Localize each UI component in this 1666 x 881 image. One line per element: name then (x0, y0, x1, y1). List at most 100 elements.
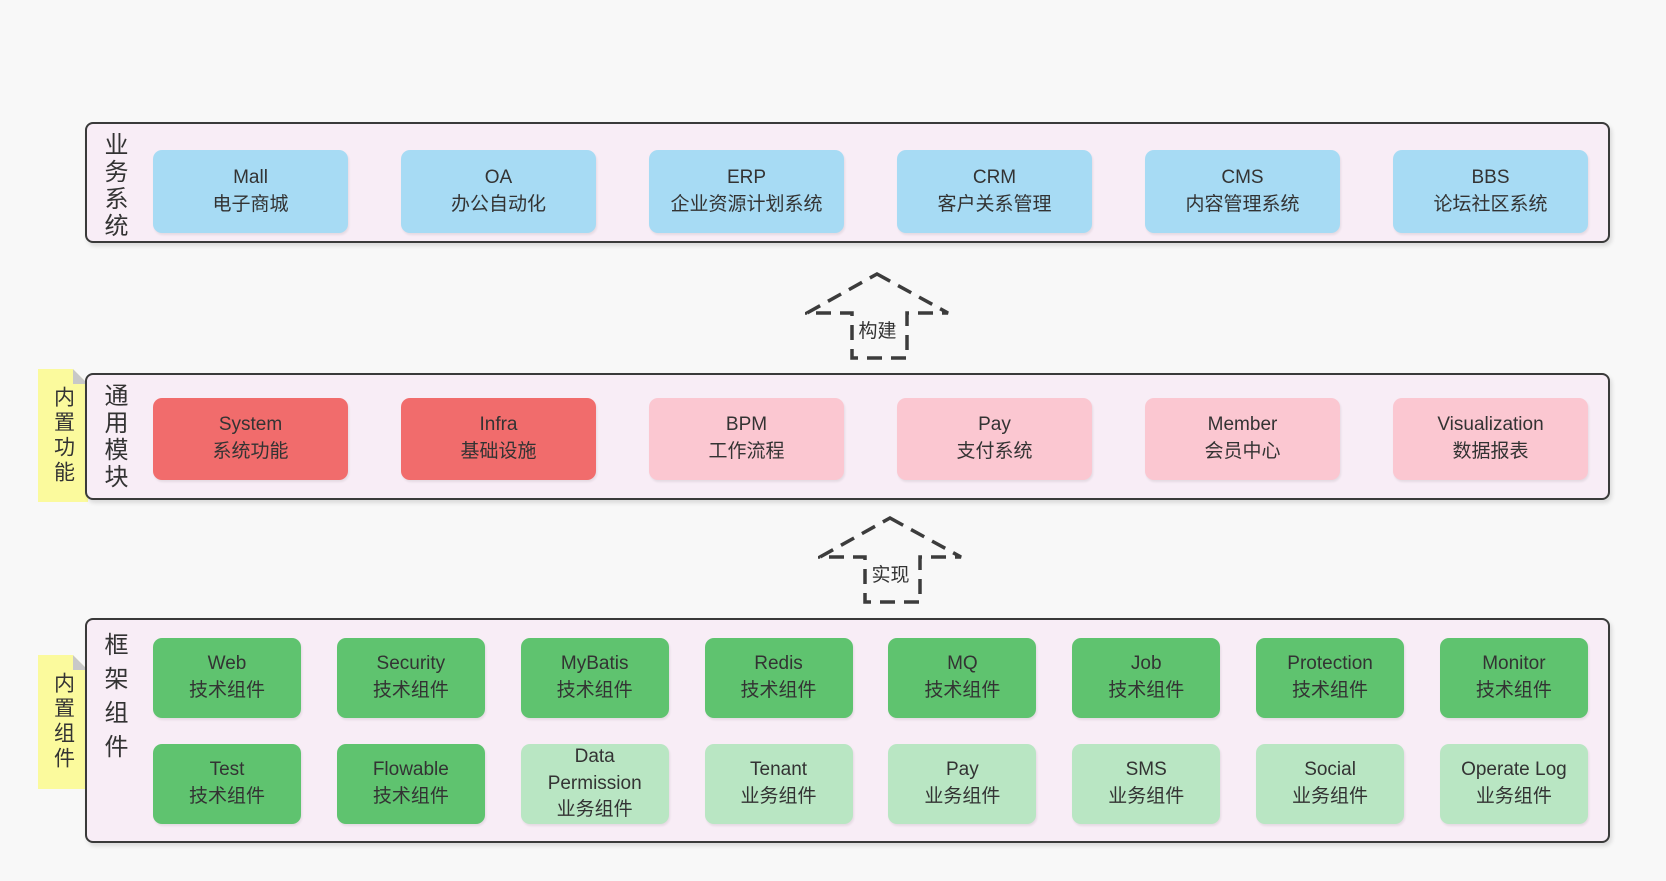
panel-framework-label: 框架组件 (100, 632, 127, 768)
box-subtitle: 业务组件 (556, 799, 633, 821)
box-monitor: Monitor 技术组件 (1439, 638, 1588, 718)
note-text: 内置组件 (51, 672, 75, 772)
box-bpm: BPM 工作流程 (649, 398, 844, 480)
box-erp: ERP 企业资源计划系统 (649, 150, 844, 233)
box-title: Protection (1287, 653, 1373, 675)
box-subtitle: 数据报表 (1452, 441, 1529, 462)
box-subtitle: 办公自动化 (450, 193, 546, 215)
box-protection: Protection 技术组件 (1256, 638, 1405, 718)
box-title: ERP (726, 166, 767, 188)
framework-boxes-row-1: Web 技术组件 Security 技术组件 MyBatis 技术组件 Redi… (153, 638, 1588, 718)
box-subtitle: 技术组件 (556, 680, 633, 701)
box-subtitle: 技术组件 (188, 680, 265, 701)
box-title: MyBatis (560, 653, 629, 675)
box-title: Pay (978, 414, 1011, 436)
box-mybatis: MyBatis 技术组件 (520, 638, 669, 718)
box-security: Security 技术组件 (336, 638, 485, 718)
box-mall: Mall 电子商城 (153, 150, 348, 233)
box-subtitle: 工作流程 (708, 441, 785, 462)
implement-arrow-label: 实现 (818, 560, 963, 587)
box-sms: SMS 业务组件 (1072, 744, 1221, 824)
box-oa: OA 办公自动化 (401, 150, 596, 233)
box-subtitle: 技术组件 (372, 680, 449, 701)
box-title: Monitor (1482, 653, 1546, 675)
box-title: CRM (972, 166, 1017, 188)
box-title: System (218, 414, 283, 436)
box-title: Member (1207, 414, 1278, 436)
modules-boxes-row: System 系统功能 Infra 基础设施 BPM 工作流程 Pay 支付系统… (153, 398, 1588, 480)
box-subtitle: 技术组件 (188, 786, 265, 807)
box-title: SMS (1125, 759, 1167, 781)
box-subtitle: 技术组件 (1292, 680, 1369, 701)
box-title: OA (484, 166, 513, 188)
box-subtitle: 电子商城 (212, 193, 289, 215)
box-subtitle: 业务组件 (1292, 786, 1369, 807)
box-subtitle: 论坛社区系统 (1433, 193, 1548, 215)
implement-arrow: 实现 (818, 514, 963, 606)
box-flowable: Flowable 技术组件 (336, 744, 485, 824)
box-redis: Redis 技术组件 (704, 638, 853, 718)
box-title: BBS (1471, 166, 1510, 188)
box-title: MQ (947, 653, 978, 675)
box-title: Web (207, 653, 247, 675)
box-infra: Infra 基础设施 (401, 398, 596, 480)
box-subtitle: 技术组件 (924, 680, 1001, 701)
panel-business-systems: 业务系统 Mall 电子商城 OA 办公自动化 ERP 企业资源计划系统 CRM… (85, 122, 1610, 243)
box-title: Test (209, 759, 245, 781)
box-member: Member 会员中心 (1145, 398, 1340, 480)
box-title: Operate Log (1461, 759, 1567, 781)
box-job: Job 技术组件 (1072, 638, 1221, 718)
box-subtitle: 业务组件 (1475, 786, 1552, 807)
box-title: Visualization (1437, 414, 1544, 436)
box-pay: Pay 支付系统 (897, 398, 1092, 480)
box-subtitle: 技术组件 (1475, 680, 1552, 701)
note-built-in-features: 内置功能 (38, 369, 88, 502)
box-subtitle: 基础设施 (460, 441, 537, 462)
business-boxes-row: Mall 电子商城 OA 办公自动化 ERP 企业资源计划系统 CRM 客户关系… (153, 150, 1588, 233)
up-arrow-icon (818, 516, 962, 604)
box-bbs: BBS 论坛社区系统 (1393, 150, 1588, 233)
box-social: Social 业务组件 (1256, 744, 1405, 824)
box-subtitle: 内容管理系统 (1185, 193, 1300, 215)
box-title: CMS (1221, 166, 1264, 188)
note-built-in-components: 内置组件 (38, 655, 88, 789)
box-subtitle: 客户关系管理 (937, 193, 1052, 215)
box-title: Mall (233, 166, 268, 188)
box-title: Flowable (372, 759, 449, 781)
build-arrow-label: 构建 (805, 316, 950, 343)
box-title: Security (376, 653, 446, 675)
panel-modules-label: 通用模块 (100, 383, 127, 491)
box-subtitle: 会员中心 (1204, 441, 1281, 462)
build-arrow: 构建 (805, 270, 950, 362)
box-operate-log: Operate Log 业务组件 (1439, 744, 1588, 824)
box-pay-business: Pay 业务组件 (888, 744, 1037, 824)
box-title: Redis (754, 653, 803, 675)
box-subtitle: 支付系统 (956, 441, 1033, 462)
box-mq: MQ 技术组件 (888, 638, 1037, 718)
panel-common-modules: 通用模块 System 系统功能 Infra 基础设施 BPM 工作流程 Pay… (85, 373, 1610, 500)
box-web: Web 技术组件 (153, 638, 301, 718)
box-tenant: Tenant 业务组件 (704, 744, 853, 824)
framework-boxes-row-2: Test 技术组件 Flowable 技术组件 Data Permission … (153, 744, 1588, 824)
box-subtitle: 业务组件 (1108, 786, 1185, 807)
box-subtitle: 技术组件 (740, 680, 817, 701)
box-system: System 系统功能 (153, 398, 348, 480)
box-subtitle: 技术组件 (1108, 680, 1185, 701)
box-data-permission: Data Permission 业务组件 (520, 744, 669, 824)
box-title: Pay (946, 759, 979, 781)
box-title: Social (1304, 759, 1356, 781)
box-crm: CRM 客户关系管理 (897, 150, 1092, 233)
panel-framework-components: 框架组件 Web 技术组件 Security 技术组件 MyBatis 技术组件… (85, 618, 1610, 843)
box-subtitle: 系统功能 (212, 441, 289, 462)
box-subtitle: 业务组件 (740, 786, 817, 807)
box-subtitle: 技术组件 (372, 786, 449, 807)
box-title: BPM (725, 414, 768, 436)
box-subtitle: 企业资源计划系统 (670, 193, 823, 215)
panel-business-label: 业务系统 (100, 132, 127, 240)
box-subtitle: 业务组件 (924, 786, 1001, 807)
box-title: Tenant (750, 759, 808, 781)
box-title: Data Permission (547, 745, 642, 794)
note-text: 内置功能 (51, 385, 75, 486)
box-title: Infra (479, 414, 518, 436)
